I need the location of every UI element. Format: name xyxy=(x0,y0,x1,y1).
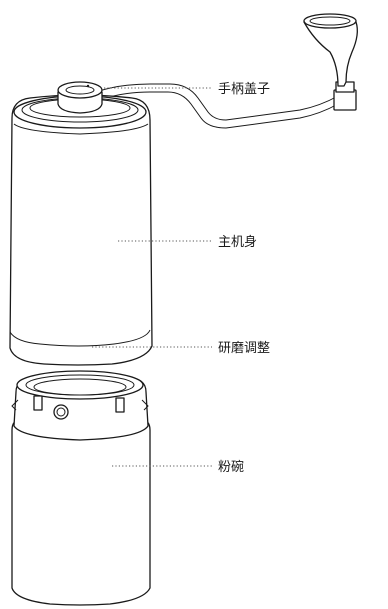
label-handle-cap: 手柄盖子 xyxy=(218,82,270,97)
leader-lines xyxy=(92,87,212,467)
labels: 手柄盖子 主机身 研磨调整 粉碗 xyxy=(218,82,270,475)
label-grind-adjust: 研磨调整 xyxy=(218,341,270,356)
label-main-body: 主机身 xyxy=(218,234,257,250)
powder-bowl xyxy=(11,370,151,606)
label-powder-bowl: 粉碗 xyxy=(218,459,244,475)
main-body xyxy=(9,81,153,366)
crank-handle xyxy=(95,13,358,129)
